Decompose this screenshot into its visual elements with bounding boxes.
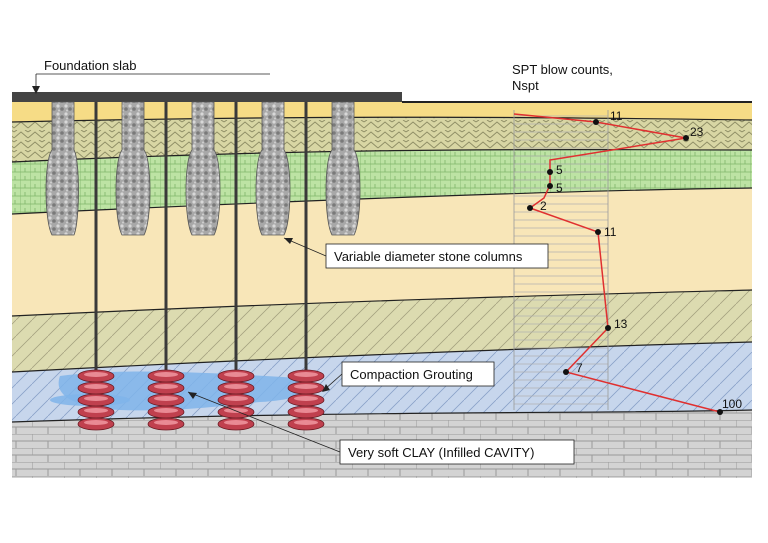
spt-values: 11 23 5 5 2 11 13 7 100: [540, 109, 742, 411]
spt-point: [593, 119, 599, 125]
grout-bulb-highlight: [224, 372, 248, 377]
spt-point: [527, 205, 533, 211]
spt-point: [683, 135, 689, 141]
spt-point: [605, 325, 611, 331]
spt-point: [717, 409, 723, 415]
stone-column: [325, 101, 361, 236]
grout-bulb-highlight: [224, 384, 248, 389]
grout-pipes: [94, 102, 308, 420]
spt-title-line2: Nspt: [512, 78, 539, 93]
compaction-label: Compaction Grouting: [350, 367, 473, 382]
compaction-grout-bulbs: [77, 369, 325, 431]
stone-columns: [45, 101, 361, 236]
stone-columns-label: Variable diameter stone columns: [334, 249, 523, 264]
stone-column: [255, 101, 291, 236]
grout-bulb-highlight: [84, 384, 108, 389]
grout-bulb-highlight: [294, 396, 318, 401]
grout-bulb-highlight: [294, 420, 318, 425]
spt-value: 100: [722, 397, 742, 411]
clay-label: Very soft CLAY (Infilled CAVITY): [348, 445, 534, 460]
spt-value: 5: [556, 181, 563, 195]
stone-column: [185, 101, 221, 236]
grout-bulb-highlight: [154, 408, 178, 413]
spt-value: 13: [614, 317, 628, 331]
spt-value: 11: [610, 109, 623, 123]
grout-bulb-highlight: [154, 384, 178, 389]
grout-bulb-highlight: [294, 372, 318, 377]
grout-bulb-highlight: [84, 396, 108, 401]
spt-value: 23: [690, 125, 704, 139]
grout-bulb-highlight: [154, 372, 178, 377]
stone-column: [115, 101, 151, 236]
spt-point: [595, 229, 601, 235]
foundation-slab: [12, 92, 402, 102]
grout-bulb-highlight: [84, 372, 108, 377]
spt-point: [563, 369, 569, 375]
grout-bulb-highlight: [154, 396, 178, 401]
grout-bulb-highlight: [84, 420, 108, 425]
grout-bulb-highlight: [294, 408, 318, 413]
stone-columns-callout: Variable diameter stone columns: [283, 237, 549, 269]
spt-value: 11: [604, 225, 617, 239]
grout-bulb-highlight: [154, 420, 178, 425]
grout-bulb-highlight: [224, 408, 248, 413]
grout-bulb-highlight: [294, 384, 318, 389]
grout-bulb-highlight: [84, 408, 108, 413]
spt-value: 7: [576, 361, 583, 375]
spt-points: [527, 119, 723, 415]
spt-point: [547, 183, 553, 189]
spt-title-line1: SPT blow counts,: [512, 62, 613, 77]
clay-callout: Very soft CLAY (Infilled CAVITY): [187, 391, 575, 465]
compaction-callout: Compaction Grouting: [322, 361, 495, 392]
stone-column: [45, 101, 79, 236]
spt-point: [547, 169, 553, 175]
grout-bulb-highlight: [224, 396, 248, 401]
spt-profile-line: [513, 113, 721, 413]
foundation-label: Foundation slab: [44, 58, 137, 73]
grout-bulb-highlight: [224, 420, 248, 425]
foundation-callout: Foundation slab: [32, 58, 270, 94]
spt-value: 5: [556, 163, 563, 177]
spt-value: 2: [540, 199, 547, 213]
